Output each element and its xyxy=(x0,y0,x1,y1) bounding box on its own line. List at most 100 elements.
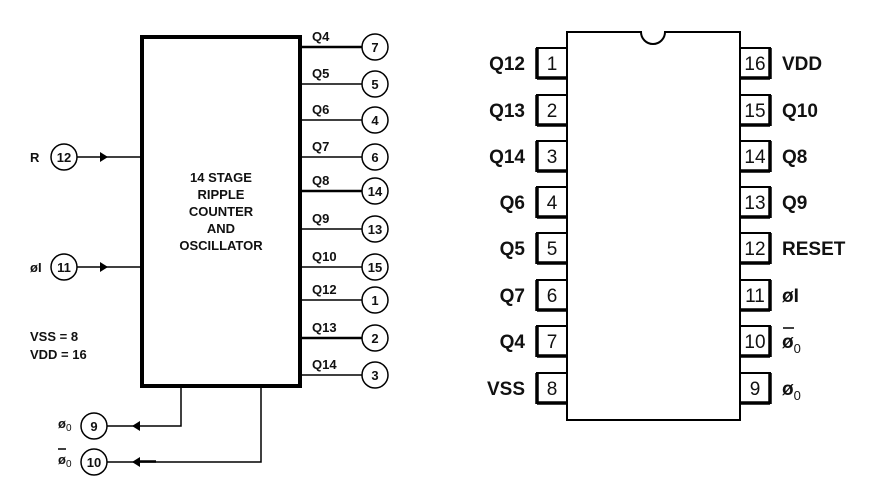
ic-pin-14: 14 Q8 xyxy=(739,140,807,173)
arrow-left-icon xyxy=(132,457,140,467)
input-reset: R 12 xyxy=(30,143,142,171)
pin-number: 10 xyxy=(744,332,765,353)
pin-number: 13 xyxy=(368,222,382,237)
pin-number: 13 xyxy=(744,193,765,214)
pin-box xyxy=(739,325,771,357)
pin-number: 6 xyxy=(547,286,558,307)
clock-label: ø0 xyxy=(58,416,72,434)
pin-name: ø0 xyxy=(782,332,801,356)
clock-output-phi0: 9 ø0 xyxy=(58,388,182,440)
pin-circle xyxy=(361,324,389,352)
pin-number: 12 xyxy=(57,150,71,165)
arrow-left-icon xyxy=(132,421,140,431)
pin-box xyxy=(536,372,568,404)
pin-name: Q10 xyxy=(782,101,818,122)
pin-circle xyxy=(361,253,389,281)
signal-line xyxy=(107,388,262,463)
pin-number: 2 xyxy=(547,101,558,122)
pin-box xyxy=(536,140,568,172)
power-note-vss: VSS = 8 xyxy=(30,329,78,344)
arrow-right-icon xyxy=(100,262,108,272)
pin-number: 11 xyxy=(745,286,765,307)
pin-name: Q4 xyxy=(500,332,526,353)
pin-number: 3 xyxy=(371,368,378,383)
ic-pin-11: 11 øI xyxy=(739,279,799,312)
ic-body xyxy=(566,31,741,421)
output-label: Q9 xyxy=(312,211,329,226)
pin-number: 5 xyxy=(547,239,558,260)
pin-number: 4 xyxy=(371,113,379,128)
pin-number: 16 xyxy=(744,54,765,75)
ic-pin-9: 9 ø0 xyxy=(739,372,801,405)
pin-number: 4 xyxy=(547,193,558,214)
pin-number: 14 xyxy=(744,147,766,168)
arrow-right-icon xyxy=(100,152,108,162)
pin-name: øI xyxy=(782,286,799,307)
pin-number: 9 xyxy=(90,419,97,434)
pin-number: 12 xyxy=(744,239,765,260)
block-label-line: RIPPLE xyxy=(198,187,245,202)
pin-name: Q12 xyxy=(489,54,525,75)
pin-number: 5 xyxy=(371,77,378,92)
pin-number: 11 xyxy=(57,260,71,275)
pin-circle xyxy=(80,412,108,440)
pin-number: 7 xyxy=(371,40,378,55)
pin-number: 9 xyxy=(750,379,761,400)
ic-pin-5: 5 Q5 xyxy=(500,232,568,265)
pin-number: 14 xyxy=(368,184,383,199)
power-note-vdd: VDD = 16 xyxy=(30,347,87,362)
pin-circle xyxy=(361,106,389,134)
pin-name: Q9 xyxy=(782,193,807,214)
input-label: øI xyxy=(30,260,42,275)
pin-circle xyxy=(361,177,389,205)
block-label-line: OSCILLATOR xyxy=(179,238,263,253)
ic-pin-6: 6 Q7 xyxy=(500,279,568,312)
pin-box xyxy=(739,140,771,172)
pin-number: 1 xyxy=(371,293,378,308)
pin-name: ø0 xyxy=(782,379,801,403)
pin-number: 8 xyxy=(547,379,558,400)
block-label-line: COUNTER xyxy=(189,204,254,219)
ic-pin-4: 4 Q6 xyxy=(500,186,568,219)
output-label: Q5 xyxy=(312,66,329,81)
output-pin-q6: Q6 4 xyxy=(300,102,389,134)
output-pin-q7: Q76 xyxy=(300,139,389,171)
pin-number: 7 xyxy=(547,332,558,353)
block-diagram: 14 STAGE RIPPLE COUNTER AND OSCILLATOR Q… xyxy=(30,29,389,476)
pin-name: Q6 xyxy=(500,193,525,214)
pin-number: 15 xyxy=(368,260,382,275)
pin-name: Q5 xyxy=(500,239,526,260)
pin-circle xyxy=(361,70,389,98)
pin-name: Q7 xyxy=(500,286,525,307)
pin-circle xyxy=(361,215,389,243)
pin-circle xyxy=(361,286,389,314)
ic-pin-7: 7 Q4 xyxy=(500,325,568,358)
pin-name: Q8 xyxy=(782,147,807,168)
output-label: Q6 xyxy=(312,102,329,117)
output-label: Q8 xyxy=(312,173,329,188)
ic-pin-16: 16 VDD xyxy=(739,47,822,80)
block-label-line: AND xyxy=(207,221,235,236)
counter-block xyxy=(140,35,302,388)
output-pin-q4: Q4 7 xyxy=(300,29,389,61)
output-pin-q5: Q5 5 xyxy=(300,66,389,98)
block-label: 14 STAGE RIPPLE COUNTER AND OSCILLATOR xyxy=(179,170,263,253)
output-label: Q4 xyxy=(312,29,330,44)
output-pin-q9: Q9 13 xyxy=(300,211,389,243)
pin-number: 2 xyxy=(371,331,378,346)
pin-number: 6 xyxy=(371,150,378,165)
pin-name: VDD xyxy=(782,54,822,75)
pin-name: Q14 xyxy=(489,147,525,168)
pin-number: 1 xyxy=(547,54,558,75)
ic-pin-10: 10 ø0 xyxy=(739,325,801,358)
